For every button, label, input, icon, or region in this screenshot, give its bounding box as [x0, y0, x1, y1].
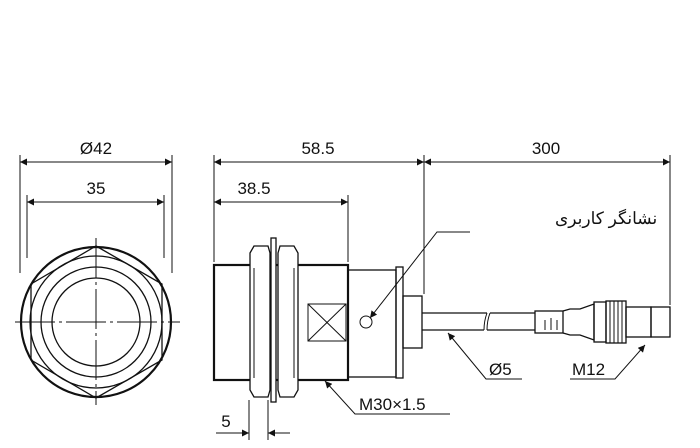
callout-cable-diameter: Ø5: [447, 332, 522, 380]
dim-label-diameter-42: Ø42: [80, 139, 112, 158]
label-user-indicator: نشانگر کاربری: [555, 208, 657, 229]
dimension-front-diameter: Ø42: [19, 139, 173, 273]
label-cable-diameter: Ø5: [489, 360, 512, 379]
dim-label-300: 300: [532, 139, 560, 158]
callout-user-indicator: نشانگر کاربری: [369, 208, 657, 319]
dimension-cable-length: 300: [424, 139, 671, 305]
dimension-thread-length: 38.5: [214, 179, 349, 262]
dim-label-38-5: 38.5: [237, 179, 270, 198]
callout-thread: M30×1.5: [324, 380, 450, 415]
dimension-body-length: 58.5: [213, 139, 425, 294]
dim-label-5: 5: [221, 412, 230, 431]
front-view: [15, 238, 180, 405]
dimension-nut-thickness: 5: [216, 400, 290, 440]
callout-connector: M12: [570, 344, 646, 380]
label-m30x1-5: M30×1.5: [359, 395, 426, 414]
dim-label-35: 35: [87, 179, 106, 198]
dim-label-58-5: 58.5: [301, 139, 334, 158]
label-m12: M12: [572, 360, 605, 379]
m12-connector: [534, 300, 671, 344]
dimension-hex-width: 35: [26, 179, 165, 258]
side-view: [212, 237, 535, 403]
